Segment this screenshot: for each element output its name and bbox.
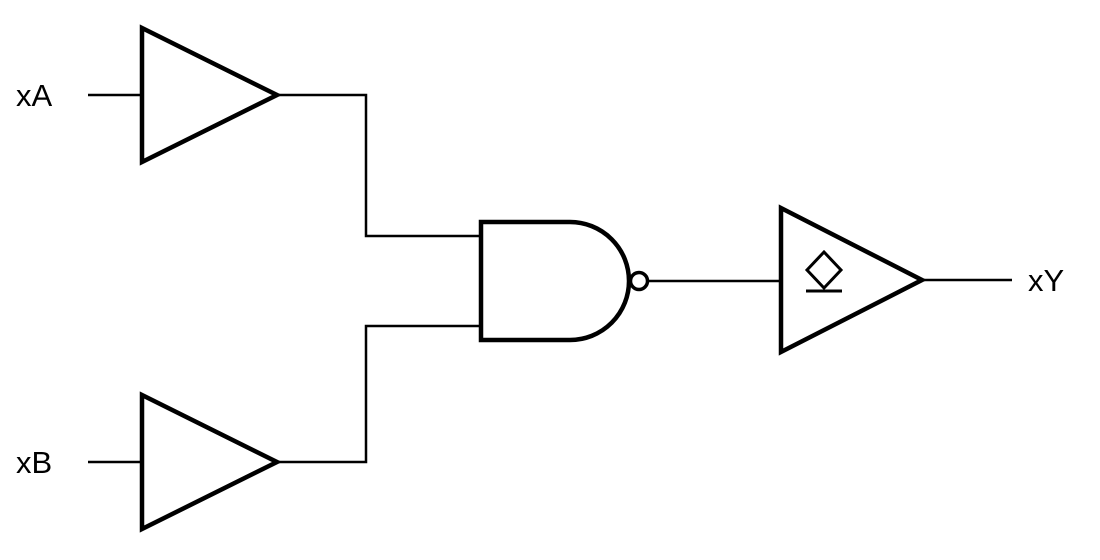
input-buffer-a: [139, 24, 283, 166]
output-buffer: [778, 204, 927, 356]
output-y-label: xY: [1028, 263, 1064, 298]
input-a-label: xA: [16, 78, 53, 113]
wire-buffer-b-to-nand: [277, 324, 479, 464]
nand-gate-body: [478, 219, 632, 343]
input-buffer-b: [139, 391, 283, 533]
wire-buffer-a-to-nand: [277, 93, 479, 238]
input-b-label: xB: [16, 445, 52, 480]
open-drain-diamond: [804, 249, 844, 291]
open-drain-icon: [804, 249, 844, 293]
nand-inversion-bubble-icon: [628, 270, 650, 292]
